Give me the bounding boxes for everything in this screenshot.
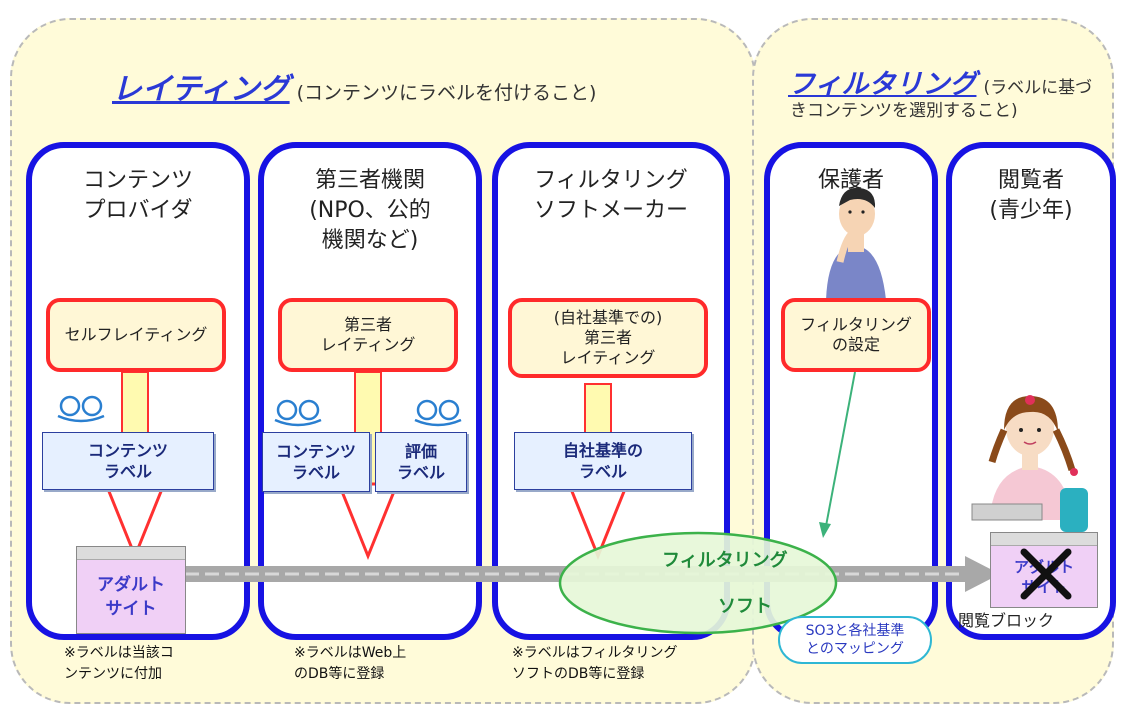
note-third-party: ※ラベルはWeb上 のDB等に登録 [294, 645, 407, 682]
column-viewer-title: 閲覧者 (青少年) [989, 168, 1073, 223]
content-label-provider: コンテンツ ラベル [42, 432, 214, 490]
adult-site-window: アダルト サイト [76, 546, 186, 634]
company-standard-label: 自社基準の ラベル [514, 432, 692, 490]
cloud-icon [57, 395, 105, 423]
column-third-party-title: 第三者機関 (NPO、公的 機関など) [309, 168, 431, 253]
adult-site-text: アダルト サイト [97, 574, 165, 619]
rating-title-main: レイティング [112, 72, 290, 107]
setting-arrow [819, 371, 856, 538]
third-party-rating-box: 第三者 レイティング [278, 298, 458, 372]
filtering-software-line1: フィルタリング [662, 550, 788, 571]
self-rating-box: セルフレイティング [46, 298, 226, 372]
filtering-title-line2: きコンテンツを選別すること) [790, 96, 1018, 122]
maker-rating-box: (自社基準での) 第三者 レイティング [508, 298, 708, 378]
filtering-software-ellipse [558, 531, 838, 635]
blocked-site-text: アダルト サイト [1013, 557, 1074, 596]
content-label-third-party: コンテンツ ラベル [262, 432, 370, 492]
column-third-party: 第三者機関 (NPO、公的 機関など) [258, 142, 482, 640]
blocked-site-window: アダルト サイト [990, 532, 1098, 608]
column-software-maker-title: フィルタリング ソフトメーカー [533, 168, 688, 223]
filtering-title-main: フィルタリング [788, 69, 977, 100]
browser-titlebar [77, 547, 185, 560]
filtering-title-sub2: きコンテンツを選別すること) [790, 101, 1018, 121]
rating-title: レイティング (コンテンツにラベルを付けること) [112, 64, 596, 108]
filtering-title: フィルタリング (ラベルに基づ [788, 62, 1092, 101]
filtering-software-line2: ソフト [718, 596, 772, 617]
filtering-setting-box: フィルタリング の設定 [781, 298, 931, 372]
note-provider: ※ラベルは当該コ ンテンツに付加 [64, 645, 174, 682]
rating-title-sub: (コンテンツにラベルを付けること) [296, 82, 597, 104]
cloud-icon [414, 399, 462, 427]
browser-titlebar [991, 533, 1097, 546]
mapping-bubble: SO3と各社基準 とのマッピング [778, 616, 932, 664]
viewer-girl-illustration [971, 395, 1088, 532]
filtering-title-sub1: (ラベルに基づ [983, 78, 1093, 98]
cloud-icon [274, 399, 322, 427]
note-maker: ※ラベルはフィルタリング ソフトのDB等に登録 [512, 645, 678, 682]
evaluation-label: 評価 ラベル [375, 432, 467, 492]
guardian-person-illustration [826, 187, 886, 300]
column-provider-title: コンテンツ プロバイダ [82, 168, 193, 223]
block-caption: 閲覧ブロック [958, 611, 1055, 630]
